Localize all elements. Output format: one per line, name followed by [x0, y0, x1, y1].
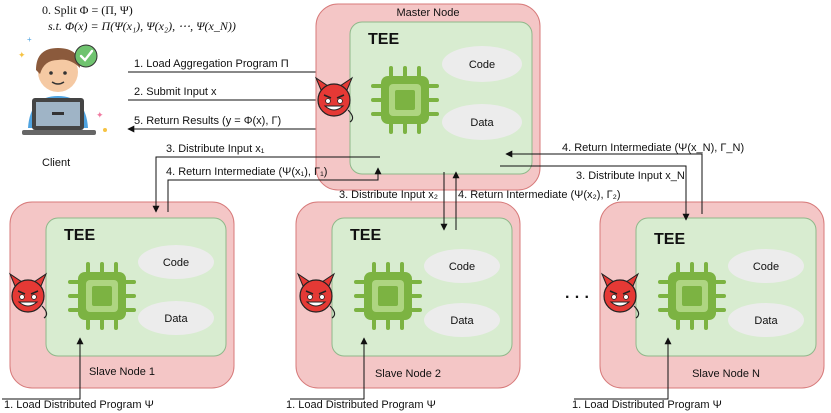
- svg-text:✦: ✦: [96, 110, 104, 120]
- slave-n-data-label: Data: [754, 315, 778, 327]
- slave-node-1: TEE Code Data Slave Node 1: [9, 201, 235, 389]
- master-data-ellipse: [442, 104, 522, 140]
- more-nodes-ellipsis: · · ·: [565, 289, 590, 306]
- client-label: Client: [42, 157, 70, 169]
- label-load-distributed-n: 1. Load Distributed Program Ψ: [572, 399, 722, 411]
- svg-text:+: +: [27, 35, 32, 44]
- arrow-return-n: [505, 150, 703, 214]
- slave-1-title: Slave Node 1: [89, 366, 155, 378]
- slave-n-tee-label: TEE: [654, 231, 685, 248]
- arrow-load-distributed-n: [574, 337, 672, 400]
- label-distribute-2: 3. Distribute Input x₂: [339, 189, 438, 201]
- slave-node-n: TEE Code Data Slave Node N: [599, 201, 825, 389]
- master-code-label: Code: [469, 59, 495, 71]
- label-return-1: 4. Return Intermediate (Ψ(x₁), Γ₁): [166, 166, 327, 178]
- label-return-2: 4. Return Intermediate (Ψ(x₂), Γ₂): [458, 189, 621, 201]
- split-line-2: s.t. Φ(x) = Π(Ψ(x₁), Ψ(x₂), ⋯, Ψ(x_N)): [48, 19, 236, 33]
- slave-2-title: Slave Node 2: [375, 368, 441, 380]
- master-tee-label: TEE: [368, 31, 399, 48]
- label-load-distributed-1: 1. Load Distributed Program Ψ: [4, 399, 154, 411]
- svg-text:✦: ✦: [18, 50, 26, 60]
- slave-1-code-label: Code: [163, 257, 189, 269]
- label-load-aggregation: 1. Load Aggregation Program Π: [134, 58, 289, 70]
- master-node: Master Node TEE Code Data: [315, 3, 541, 191]
- label-load-distributed-2: 1. Load Distributed Program Ψ: [286, 399, 436, 411]
- slave-n-title: Slave Node N: [692, 368, 760, 380]
- arrow-distribute-n: [500, 165, 690, 221]
- arrow-return-1: [167, 167, 382, 212]
- arrow-distribute-1: [152, 156, 380, 213]
- slave-n-code-label: Code: [753, 261, 779, 273]
- slave-node-2: TEE Code Data Slave Node 2: [295, 201, 521, 389]
- slave-2-code-label: Code: [449, 261, 475, 273]
- master-code-ellipse: [442, 46, 522, 82]
- slave-2-tee-label: TEE: [350, 227, 381, 244]
- label-return-results: 5. Return Results (y = Φ(x), Γ): [134, 115, 281, 127]
- client-icon: ✦ + ✦: [18, 35, 107, 135]
- split-line-1: 0. Split Φ = (Π, Ψ): [42, 3, 133, 17]
- label-return-n: 4. Return Intermediate (Ψ(x_N), Γ_N): [562, 142, 744, 154]
- label-submit-input: 2. Submit Input x: [134, 86, 217, 98]
- arrow-load-distributed-2: [290, 337, 368, 400]
- slave-1-tee-label: TEE: [64, 227, 95, 244]
- arrow-load-distributed-1: [2, 337, 84, 400]
- master-node-title: Master Node: [397, 7, 460, 19]
- master-data-label: Data: [470, 117, 494, 129]
- slave-1-data-label: Data: [164, 313, 188, 325]
- label-distribute-n: 3. Distribute Input x_N: [576, 170, 685, 182]
- label-distribute-1: 3. Distribute Input x₁: [166, 143, 265, 155]
- split-definition: 0. Split Φ = (Π, Ψ) s.t. Φ(x) = Π(Ψ(x₁),…: [42, 3, 236, 33]
- slave-2-data-label: Data: [450, 315, 474, 327]
